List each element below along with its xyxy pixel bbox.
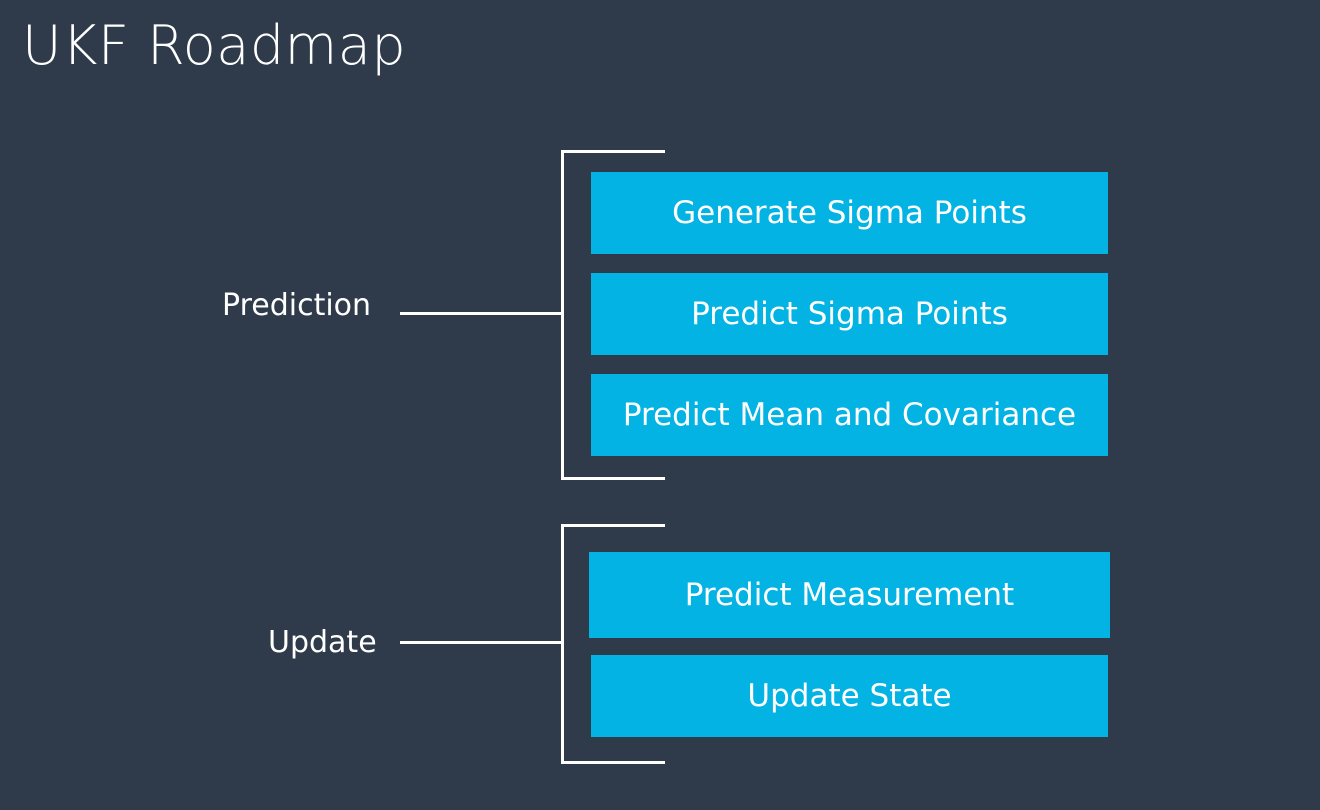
- step-update-state: Update State: [591, 655, 1108, 737]
- page-title: UKF Roadmap: [22, 14, 407, 77]
- step-generate-sigma-points: Generate Sigma Points: [591, 172, 1108, 254]
- update-connector: [400, 641, 563, 644]
- step-predict-mean-covariance: Predict Mean and Covariance: [591, 374, 1108, 456]
- prediction-connector: [400, 312, 563, 315]
- prediction-label: Prediction: [222, 288, 372, 323]
- update-bracket: [561, 524, 665, 764]
- prediction-bracket: [561, 150, 665, 480]
- step-predict-sigma-points: Predict Sigma Points: [591, 273, 1108, 355]
- update-label: Update: [268, 625, 377, 660]
- step-predict-measurement: Predict Measurement: [589, 552, 1110, 638]
